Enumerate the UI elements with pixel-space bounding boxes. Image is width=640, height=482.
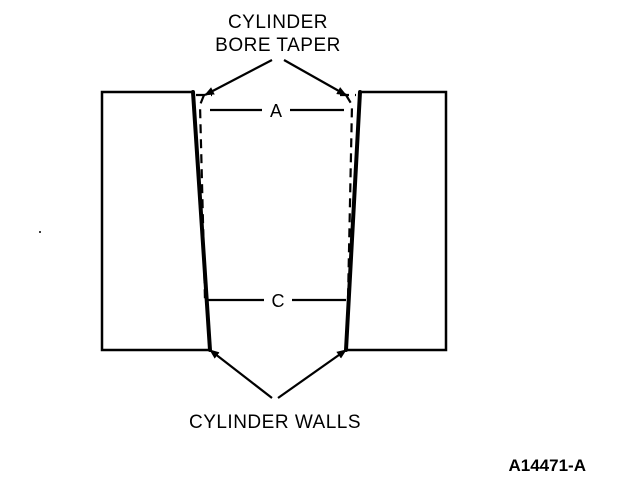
bore-taper-leader-right	[283, 59, 347, 96]
left-cylinder-wall	[191, 90, 212, 352]
left-bore-reference-dashed	[198, 94, 207, 301]
cylinder-walls-label: CYLINDER WALLS	[189, 412, 361, 433]
bore-taper-leader-left	[204, 59, 273, 96]
right-cylinder-wall	[344, 90, 362, 352]
dimension-a-label: A	[270, 101, 282, 121]
dimension-c-label: C	[272, 291, 285, 311]
bore-taper-label-line1: CYLINDER	[228, 12, 328, 33]
right-bore-reference-dashed	[345, 94, 354, 301]
cylinder-walls-leader-right	[277, 349, 347, 399]
figure-id: A14471-A	[509, 456, 587, 475]
cylinder-walls-leader-left	[209, 349, 273, 399]
bore-taper-label-line2: BORE TAPER	[215, 35, 341, 56]
scan-speck	[39, 231, 41, 233]
right-block	[344, 90, 448, 352]
